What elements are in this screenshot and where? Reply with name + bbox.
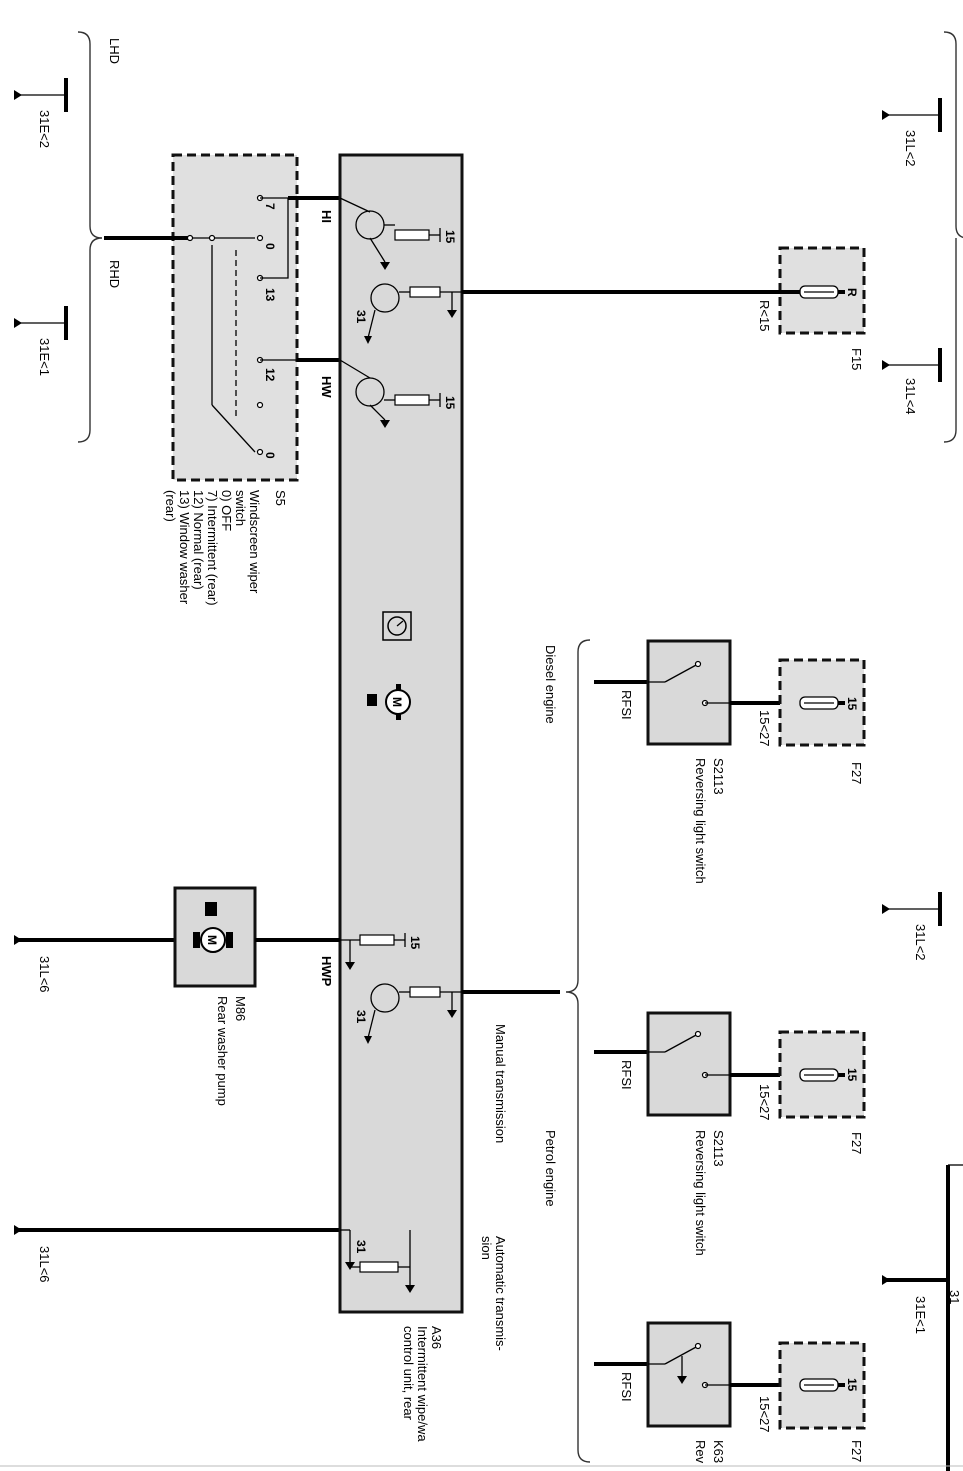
ground-31l2-top: 31L<2 (882, 98, 942, 167)
f15-wire: R<15 (757, 300, 772, 331)
diesel-wire: 15<27 (757, 710, 772, 747)
ground-31l6-b: 31L<6 (14, 1225, 340, 1283)
diesel-switch: S2113 (711, 758, 726, 795)
manual-switch: S2113 (711, 1130, 726, 1167)
s5-title-2: switch (233, 490, 248, 526)
a36-pin-hi: HI (319, 210, 334, 223)
a36-pin-31b: 31 (354, 1010, 368, 1024)
ground-31l2-mid: 31L<2 (882, 892, 942, 961)
s5-code: S5 (273, 490, 288, 506)
s5-pin-13: 13 (263, 288, 277, 302)
petrol-label: Petrol engine (543, 1130, 558, 1207)
diesel-ground: RFSI (619, 690, 634, 720)
ground-resistor: 31 (340, 1229, 415, 1293)
timer-icon (382, 611, 412, 641)
a36-title-2: control unit, rear (401, 1326, 416, 1421)
right-brace (943, 31, 963, 443)
ground-31l4: 31L<4 (882, 348, 942, 415)
ground-31e2-label: 31E<2 (37, 110, 52, 148)
ground-31l2-mid-label: 31L<2 (913, 924, 928, 961)
a36-pin-31c: 31 (354, 1240, 368, 1254)
pump-m86: M (173, 886, 340, 988)
ground-31e2: 31E<2 (14, 78, 68, 148)
manual-branch: 15 F27 15<27 S2113 Reversing light switc… (594, 1011, 866, 1256)
f15-pin: R (845, 288, 859, 297)
f15-code: F15 (849, 348, 864, 370)
auto-ground: RFSI (619, 1372, 634, 1402)
ground-31e1-right: 31E<1 (882, 1275, 948, 1334)
diesel-fuse-pin: 15 (845, 697, 859, 711)
a36-pin-15c: 15 (408, 936, 422, 950)
transistor-hi: 15 (339, 197, 457, 270)
output-hwp: 15 (340, 933, 422, 970)
pump-m86-legend: M86 Rear washer pump (215, 996, 248, 1106)
ground-31l6-b-label: 31L<6 (37, 1246, 52, 1283)
manual-switch-name: Reversing light switch (693, 1130, 708, 1256)
manual-wire: 15<27 (757, 1084, 772, 1121)
s5-pos-13b: (rear) (163, 490, 178, 522)
a36-pin-hw: HW (319, 376, 334, 398)
transistor-hw: 15 (339, 359, 457, 428)
manual-fuse-pin: 15 (845, 1068, 859, 1082)
s5-pos-13a: 13) Window washer (177, 490, 192, 605)
a36-code: A36 (429, 1326, 444, 1349)
s5-pos-7: 7) Intermittent (rear) (205, 490, 220, 606)
s5-pin-12: 12 (263, 368, 277, 382)
auto-label-1: Automatic transmis- (493, 1236, 508, 1351)
diesel-fuse: F27 (849, 762, 864, 784)
auto-switch-name: Rev (693, 1440, 708, 1464)
m86-name: Rear washer pump (215, 996, 230, 1106)
m86-code: M86 (233, 996, 248, 1021)
lhd-label: LHD (107, 38, 122, 64)
motor-icon: M (367, 684, 411, 720)
auto-branch: 15 F27 15<27 K63 Rev RFSI (594, 1321, 866, 1464)
diesel-switch-name: Reversing light switch (693, 758, 708, 884)
ground-31-label: 31 (947, 1290, 962, 1304)
s5-pos-12: 12) Normal (rear) (191, 490, 206, 590)
switch-s5-legend: S5 Windscreen wiper switch 0) OFF 7) Int… (163, 490, 288, 606)
auto-label-2: sion (479, 1236, 494, 1260)
transistor-trans: 31 (354, 983, 462, 1044)
ground-bus-right: 31 (946, 1164, 963, 1471)
ground-31l4-label: 31L<4 (903, 378, 918, 415)
switch-s5: 7 0 13 12 0 (104, 153, 340, 482)
manual-label: Manual transmission (493, 1024, 508, 1143)
s5-pin-0b: 0 (263, 452, 277, 459)
a36-pin-15a: 15 (443, 230, 457, 244)
s5-pos-0: 0) OFF (219, 490, 234, 531)
diesel-label: Diesel engine (543, 645, 558, 724)
a36-legend: A36 Intermittent wipe/wa control unit, r… (401, 1326, 444, 1442)
engine-brace (565, 639, 591, 1463)
rhd-label: RHD (107, 260, 122, 288)
a36-pin-15b: 15 (443, 396, 457, 410)
lhd-rhd-brace (77, 31, 103, 443)
auto-fuse-pin: 15 (845, 1378, 859, 1392)
transistor-r: 31 (354, 283, 462, 344)
ground-31l6-a-label: 31L<6 (37, 956, 52, 993)
s5-title-1: Windscreen wiper (247, 490, 262, 594)
ground-31l6-a: 31L<6 (14, 935, 175, 993)
manual-ground: RFSI (619, 1060, 634, 1090)
ground-31e1-left: 31E<1 (14, 306, 68, 376)
s5-pin-0a: 0 (263, 243, 277, 250)
ground-31l2-top-label: 31L<2 (903, 130, 918, 167)
ground-31e1-left-label: 31E<1 (37, 338, 52, 376)
svg-text:M: M (205, 935, 219, 945)
ground-31e1-right-label: 31E<1 (913, 1296, 928, 1334)
svg-text:M: M (390, 697, 404, 707)
a36-pin-hwp: HWP (319, 956, 334, 987)
fuse-f15: R R<15 F15 (462, 246, 866, 370)
manual-fuse: F27 (849, 1132, 864, 1154)
auto-switch: K63 (711, 1440, 726, 1463)
s5-pin-7: 7 (263, 203, 277, 210)
auto-wire: 15<27 (757, 1396, 772, 1433)
control-unit-a36: 15 31 15 HI HW (319, 153, 464, 1314)
a36-title-1: Intermittent wipe/wa (415, 1326, 430, 1442)
a36-pin-31a: 31 (354, 310, 368, 324)
diesel-branch: 15 F27 15<27 S2113 Reversing light switc… (594, 639, 866, 884)
auto-fuse: F27 (849, 1440, 864, 1462)
